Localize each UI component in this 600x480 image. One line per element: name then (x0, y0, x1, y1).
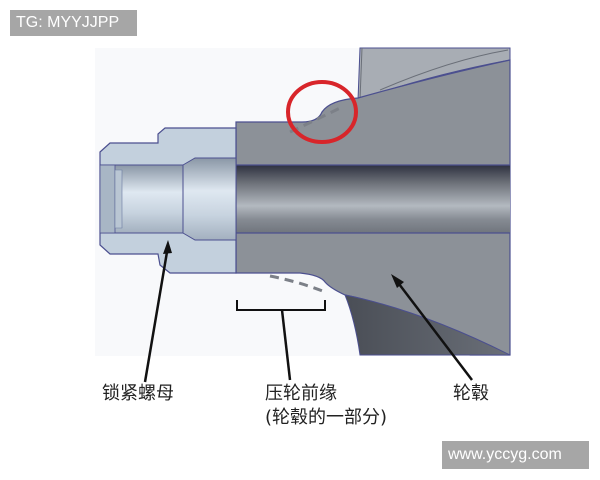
watermark-bottom: www.yccyg.com (442, 441, 589, 469)
edge-bracket (236, 300, 326, 311)
arrow-head-hub (391, 274, 404, 288)
hub-lower-shadow (344, 294, 511, 356)
hidden-edge-bottom (269, 274, 326, 294)
hub-bore (236, 165, 510, 233)
watermark-top: TG: MYYJJPP (10, 10, 137, 36)
leader-lock-nut (143, 245, 170, 383)
label-press-wheel-front-edge: 压轮前缘 (265, 383, 337, 404)
leader-edge (280, 309, 292, 381)
label-wheel-hub: 轮毂 (453, 383, 489, 404)
leader-hub (395, 279, 473, 381)
label-lock-nut: 锁紧螺母 (102, 383, 174, 404)
label-press-wheel-front-edge-note: (轮毂的一部分) (265, 407, 388, 428)
highlight-circle (286, 80, 358, 144)
arrow-head-lock-nut (163, 240, 172, 254)
